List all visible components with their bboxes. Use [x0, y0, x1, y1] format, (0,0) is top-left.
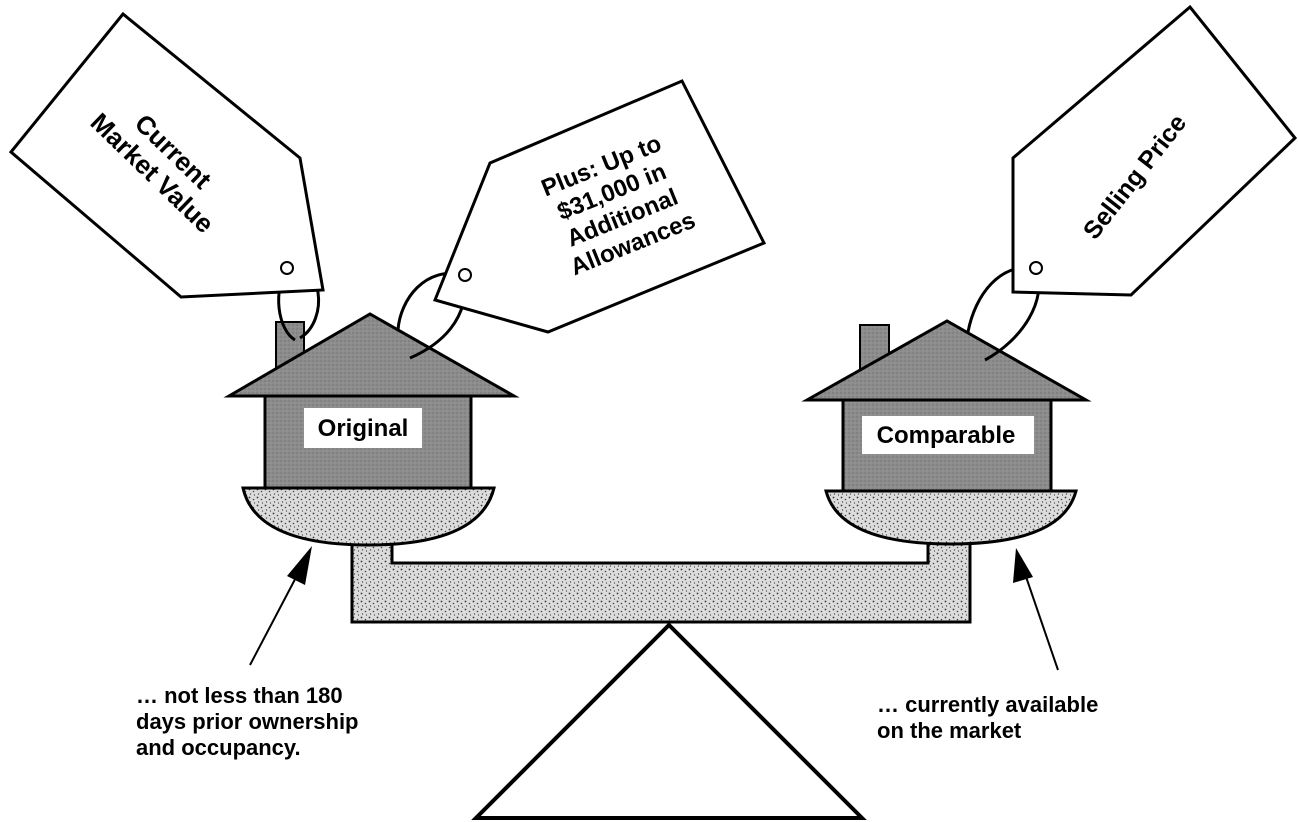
left-note-line-1: … not less than 180: [136, 683, 343, 708]
right-note-line-1: … currently available: [877, 692, 1099, 717]
right-note-line-2: on the market: [877, 718, 1022, 743]
tag-current-market-value: Current Market Value: [8, 11, 325, 299]
fulcrum: [471, 622, 867, 820]
left-scale-pan: [241, 486, 496, 547]
right-note: … currently available on the market: [877, 692, 1098, 744]
comparable-house: Comparable: [801, 319, 1092, 493]
left-note: … not less than 180 days prior ownership…: [136, 683, 359, 761]
right-arrow: [1013, 548, 1059, 671]
left-note-line-2: days prior ownership: [136, 709, 359, 734]
scale-beam: [350, 538, 972, 624]
tag-additional-allowances: Plus: Up to $31,000 in Additional Allowa…: [432, 79, 767, 334]
right-scale-pan: [824, 489, 1078, 546]
left-note-line-3: and occupancy.: [136, 735, 301, 760]
original-label: Original: [318, 415, 409, 442]
tag-selling-price: Selling Price: [1011, 4, 1298, 297]
comparable-label: Comparable: [877, 422, 1016, 449]
original-house: Original: [223, 312, 520, 490]
left-arrow: [249, 546, 312, 666]
